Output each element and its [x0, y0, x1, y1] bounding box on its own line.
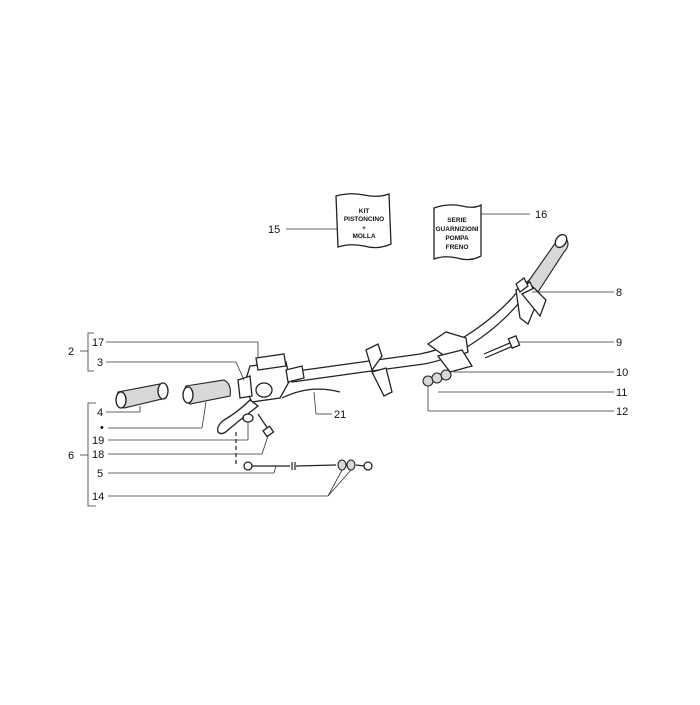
callout-18: 18 [92, 449, 104, 461]
callouts: 15 16 8 2 17 3 9 10 11 12 4 • 21 19 6 18… [68, 209, 628, 503]
callout-9: 9 [616, 337, 622, 349]
callout-17: 17 [92, 337, 104, 349]
callout-12: 12 [616, 406, 628, 418]
callout-14: 14 [92, 491, 104, 503]
handlebar-tube [289, 233, 569, 397]
callout-6: 6 [68, 450, 74, 462]
callout-19: 19 [92, 435, 104, 447]
kit-15-line-4: MOLLA [352, 233, 375, 240]
screw-18 [257, 413, 275, 438]
callout-5: 5 [97, 468, 103, 480]
nuts-washers [422, 369, 452, 387]
kit-package-15: KIT PISTONCINO + MOLLA [335, 193, 392, 249]
callout-4: 4 [97, 407, 103, 419]
washer-19 [242, 413, 254, 423]
callout-3: 3 [97, 357, 103, 369]
callout-8: 8 [616, 287, 622, 299]
callout-21: 21 [334, 409, 346, 421]
brake-cable [243, 459, 373, 471]
callout-10: 10 [616, 367, 628, 379]
grip-inner [182, 379, 231, 405]
callout-16: 16 [535, 209, 547, 221]
kit-15-line-1: KIT [359, 208, 370, 215]
kit-16-line-1: SERIE [447, 217, 467, 224]
kit-16-line-4: FRENO [446, 244, 469, 251]
group-bracket-6 [80, 402, 96, 507]
brake-lever [216, 399, 260, 435]
callout-2: 2 [68, 346, 74, 358]
kit-package-16: SERIE GUARNIZIONI POMPA FRENO [433, 203, 482, 261]
brake-hose [281, 388, 341, 399]
leader-lines [106, 213, 614, 497]
callout-11: 11 [616, 387, 627, 399]
bolt-9 [483, 335, 521, 359]
kit-15-line-2: PISTONCINO [344, 216, 384, 223]
grip-4 [115, 382, 169, 409]
callout-15: 15 [268, 224, 280, 236]
callout-bullet: • [100, 422, 104, 434]
kit-16-line-2: GUARNIZIONI [436, 226, 479, 233]
kit-15-line-3: + [362, 225, 366, 232]
group-bracket-2 [80, 332, 94, 372]
kit-16-line-3: POMPA [445, 235, 469, 242]
brake-master-cylinder [237, 353, 305, 403]
